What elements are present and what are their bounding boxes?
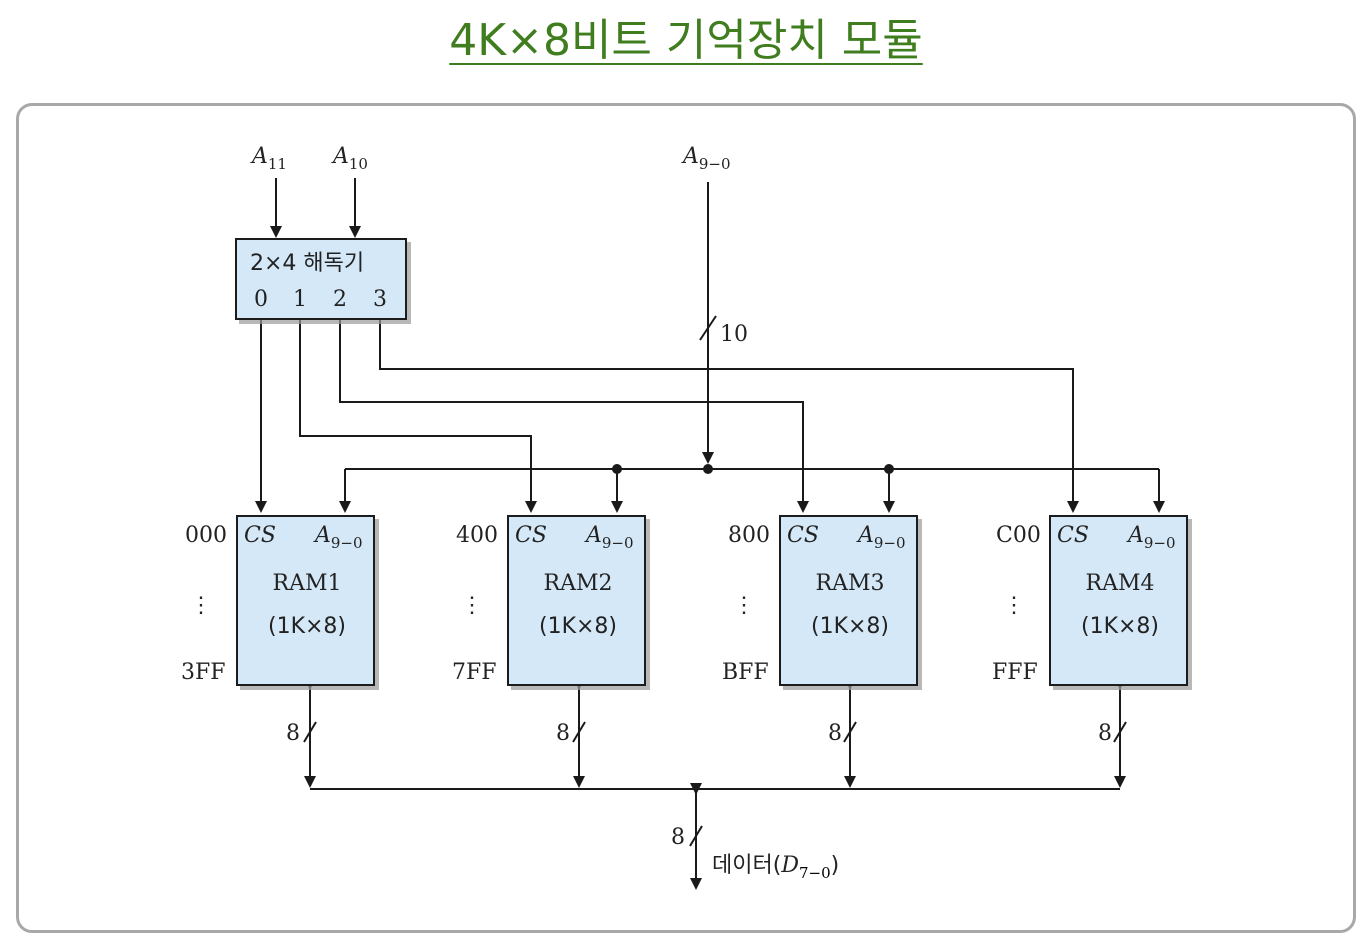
decoder-output-0: 0 — [254, 287, 268, 312]
ram3-end-address: BFF — [722, 660, 769, 685]
address-bus-slash — [699, 315, 717, 341]
ram3-start-address: 800 — [728, 523, 770, 548]
address-label: A9−0 — [681, 144, 731, 173]
a10-label: A10 — [331, 144, 368, 173]
ram1-end-address: 3FF — [181, 660, 226, 685]
ram2-end-address: 7FF — [452, 660, 497, 685]
page-title: 4K×8비트 기억장치 모듈 — [449, 15, 923, 66]
ram4-start-address: C00 — [996, 523, 1041, 548]
decoder-output-2: 2 — [333, 287, 347, 312]
cs-wire-ram4 — [379, 318, 1079, 513]
ram1-address-label: A9−0 — [313, 523, 363, 552]
ram1-name: RAM1 — [273, 571, 342, 596]
decoder-label: 2×4 해독기 — [250, 251, 364, 276]
ram1-dots: ⋮ — [190, 593, 212, 618]
data-bus-slash — [689, 825, 703, 847]
junction-dot — [612, 464, 622, 474]
ram4-dots: ⋮ — [1003, 593, 1025, 618]
ram1-box — [236, 515, 375, 686]
ram2-box — [507, 515, 646, 686]
ram2-dots: ⋮ — [461, 593, 483, 618]
ram3-cs-label: CS — [787, 523, 819, 548]
data-slash-ram2 — [572, 721, 586, 743]
data-bus-label: 데이터(D7−0) — [712, 853, 839, 882]
ram4-data-width: 8 — [1098, 721, 1112, 746]
ram1-start-address: 000 — [185, 523, 227, 548]
a11-label: A11 — [250, 144, 287, 173]
ram2-data-width: 8 — [556, 721, 570, 746]
ram3-size: (1K×8) — [811, 614, 889, 639]
ram4-address-label: A9−0 — [1126, 523, 1176, 552]
ram2-size: (1K×8) — [539, 614, 617, 639]
ram4-box — [1049, 515, 1188, 686]
ram1-cs-label: CS — [244, 523, 276, 548]
cs-wire-ram2 — [299, 318, 537, 513]
ram4-end-address: FFF — [992, 660, 1038, 685]
ram3-data-width: 8 — [828, 721, 842, 746]
decoder-output-1: 1 — [293, 287, 307, 312]
junction-dot — [703, 464, 713, 474]
data-slash-ram4 — [1113, 721, 1127, 743]
address-bus-width: 10 — [720, 322, 748, 347]
ram3-box — [779, 515, 918, 686]
ram2-name: RAM2 — [544, 571, 613, 596]
junction-dot — [884, 464, 894, 474]
ram3-dots: ⋮ — [733, 593, 755, 618]
data-bus-width: 8 — [671, 825, 685, 850]
data-slash-ram1 — [303, 721, 317, 743]
ram4-size: (1K×8) — [1081, 614, 1159, 639]
ram1-data-width: 8 — [286, 721, 300, 746]
ram4-cs-label: CS — [1057, 523, 1089, 548]
decoder-box — [235, 238, 407, 320]
ram3-address-label: A9−0 — [856, 523, 906, 552]
ram1-size: (1K×8) — [268, 614, 346, 639]
ram3-name: RAM3 — [816, 571, 885, 596]
ram4-name: RAM4 — [1086, 571, 1155, 596]
ram2-address-label: A9−0 — [584, 523, 634, 552]
data-slash-ram3 — [843, 721, 857, 743]
cs-wire-ram3 — [339, 318, 809, 513]
decoder-output-3: 3 — [373, 287, 387, 312]
ram2-cs-label: CS — [515, 523, 547, 548]
ram2-start-address: 400 — [456, 523, 498, 548]
